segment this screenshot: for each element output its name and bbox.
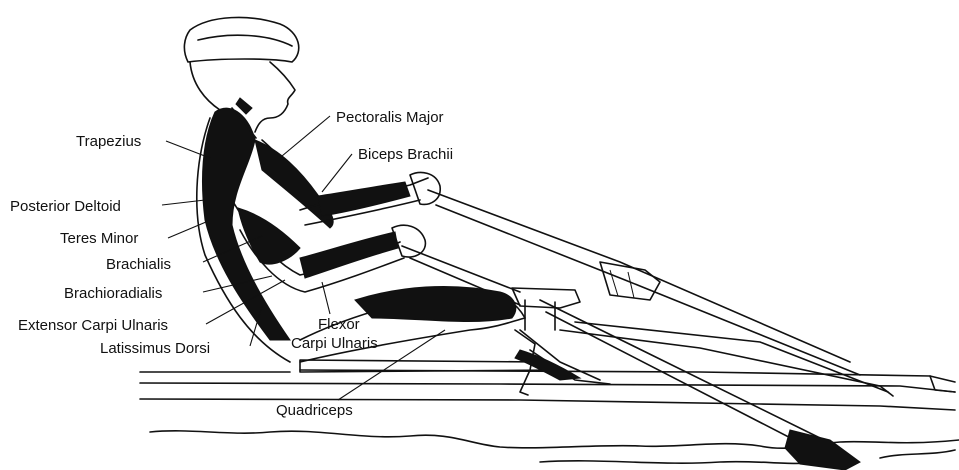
near-oar: [402, 246, 860, 470]
label-posterior-deltoid: Posterior Deltoid: [10, 198, 121, 215]
label-flexor-line-2: Carpi Ulnaris: [291, 335, 378, 352]
label-brachioradialis: Brachioradialis: [64, 285, 162, 302]
leader-flexor-carpi-ulnaris: [322, 282, 330, 314]
label-teres-minor: Teres Minor: [60, 230, 138, 247]
far-oar: [428, 190, 860, 375]
label-latissimus-dorsi: Latissimus Dorsi: [100, 340, 210, 357]
head: [184, 17, 298, 138]
leader-biceps-brachii: [322, 154, 352, 192]
label-quadriceps: Quadriceps: [276, 402, 353, 419]
label-brachialis: Brachialis: [106, 256, 171, 273]
label-flexor-line-1: Flexor: [318, 316, 360, 333]
label-trapezius: Trapezius: [76, 133, 141, 150]
leader-posterior-deltoid: [162, 200, 205, 205]
label-pectoralis-major: Pectoralis Major: [336, 109, 444, 126]
label-extensor-carpi-ulnaris: Extensor Carpi Ulnaris: [18, 317, 168, 334]
leader-pectoralis-major: [282, 116, 330, 156]
label-biceps-brachii: Biceps Brachii: [358, 146, 453, 163]
